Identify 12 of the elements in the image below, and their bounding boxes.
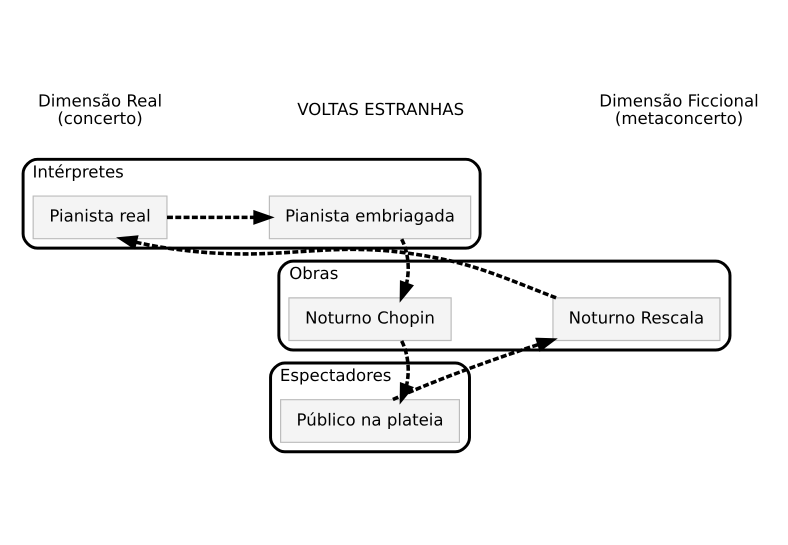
node-box: Noturno Rescala bbox=[552, 296, 720, 341]
label: VOLTAS ESTRANHAS bbox=[297, 100, 464, 119]
arrow bbox=[400, 238, 414, 302]
arrow bbox=[167, 209, 275, 224]
arrow bbox=[392, 337, 558, 401]
label: Dimensão Ficcional (metaconcerto) bbox=[599, 90, 759, 128]
node-box: Público na plateia bbox=[280, 398, 460, 442]
label: Dimensão Real (concerto) bbox=[38, 90, 162, 128]
node-box: Pianista real bbox=[32, 194, 168, 239]
arrow bbox=[116, 234, 557, 299]
node-box: Noturno Chopin bbox=[288, 296, 452, 341]
node-box: Pianista embriagada bbox=[268, 194, 472, 239]
